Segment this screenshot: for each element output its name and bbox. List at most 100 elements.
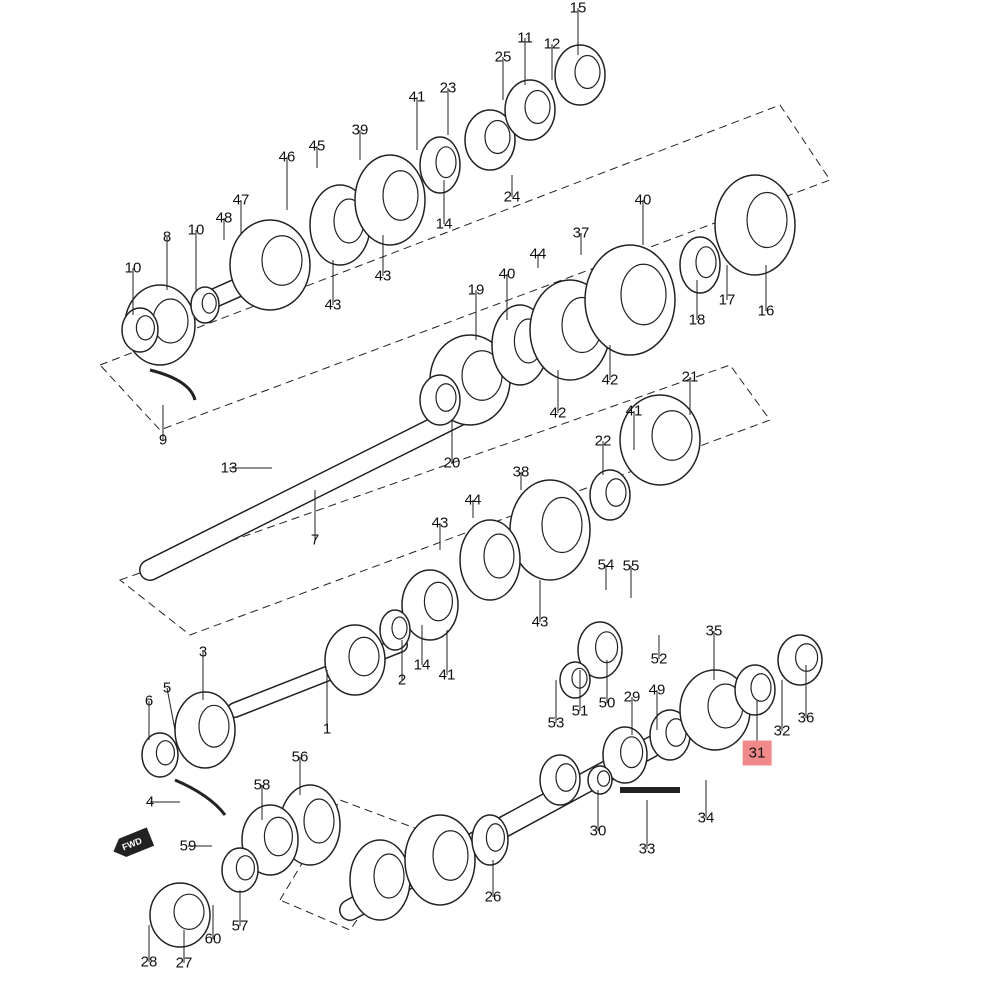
part-callout-51[interactable]: 51: [571, 702, 589, 720]
part-callout-49[interactable]: 49: [648, 681, 666, 699]
part-callout-20[interactable]: 20: [443, 454, 461, 472]
part-callout-22[interactable]: 22: [594, 432, 612, 450]
gear-bore-24: [198, 704, 230, 748]
part-callout-54[interactable]: 54: [597, 556, 615, 574]
part-callout-46[interactable]: 46: [278, 148, 296, 166]
part-callout-60[interactable]: 60: [204, 930, 222, 948]
part-callout-21[interactable]: 21: [681, 368, 699, 386]
part-callout-43[interactable]: 43: [431, 514, 449, 532]
part-callout-40[interactable]: 40: [634, 191, 652, 209]
part-callout-43[interactable]: 43: [531, 613, 549, 631]
gear-bore-2: [261, 235, 303, 286]
part-callout-52[interactable]: 52: [650, 650, 668, 668]
part-callout-8[interactable]: 8: [162, 228, 172, 246]
gear-part-1: [190, 286, 220, 324]
part-callout-39[interactable]: 39: [351, 121, 369, 139]
part-callout-41[interactable]: 41: [438, 666, 456, 684]
part-callout-26[interactable]: 26: [484, 888, 502, 906]
part-callout-10[interactable]: 10: [124, 259, 142, 277]
part-callout-12[interactable]: 12: [543, 35, 561, 53]
gear-part-39: [404, 814, 476, 906]
part-callout-6[interactable]: 6: [144, 692, 154, 710]
part-callout-36[interactable]: 36: [797, 709, 815, 727]
gear-part-8: [554, 44, 606, 106]
gear-part-19: [509, 479, 591, 581]
part-callout-41[interactable]: 41: [408, 88, 426, 106]
gear-bore-1: [201, 292, 217, 314]
part-callout-5[interactable]: 5: [162, 679, 172, 697]
part-callout-16[interactable]: 16: [757, 302, 775, 320]
part-callout-32[interactable]: 32: [773, 722, 791, 740]
part-callout-42[interactable]: 42: [549, 404, 567, 422]
gear-bore-7: [524, 89, 551, 125]
part-callout-33[interactable]: 33: [638, 840, 656, 858]
gear-bore-21: [423, 581, 453, 622]
gear-bore-16: [435, 383, 457, 412]
gear-bore-13: [620, 263, 667, 326]
part-callout-15[interactable]: 15: [569, 0, 587, 17]
part-callout-41[interactable]: 41: [625, 402, 643, 420]
gear-bore-28: [619, 736, 644, 769]
part-callout-17[interactable]: 17: [718, 291, 736, 309]
gear-part-33: [587, 765, 613, 795]
part-callout-56[interactable]: 56: [291, 748, 309, 766]
part-callout-3[interactable]: 3: [198, 643, 208, 661]
part-callout-11[interactable]: 11: [517, 29, 533, 47]
part-callout-1[interactable]: 1: [322, 720, 332, 738]
gear-part-16: [419, 374, 461, 426]
gear-bore-4: [382, 170, 419, 221]
gear-bore-34: [303, 798, 335, 844]
gear-part-7: [504, 79, 556, 141]
part-callout-13[interactable]: 13: [220, 459, 238, 477]
part-callout-50[interactable]: 50: [598, 694, 616, 712]
part-callout-34[interactable]: 34: [697, 809, 715, 827]
part-callout-27[interactable]: 27: [175, 954, 193, 972]
part-callout-42[interactable]: 42: [601, 371, 619, 389]
part-callout-14[interactable]: 14: [413, 656, 431, 674]
gear-part-2: [229, 219, 311, 311]
part-callout-45[interactable]: 45: [308, 137, 326, 155]
part-callout-47[interactable]: 47: [232, 191, 250, 209]
part-callout-40[interactable]: 40: [498, 265, 516, 283]
part-callout-10[interactable]: 10: [187, 221, 205, 239]
part-callout-29[interactable]: 29: [623, 688, 641, 706]
part-callout-48[interactable]: 48: [215, 209, 233, 227]
part-callout-28[interactable]: 28: [140, 953, 158, 971]
part-callout-44[interactable]: 44: [529, 245, 547, 263]
part-callout-58[interactable]: 58: [253, 776, 271, 794]
gear-part-14: [679, 236, 721, 294]
leader-line-5: [166, 687, 176, 731]
part-callout-31[interactable]: 31: [742, 740, 772, 766]
part-callout-43[interactable]: 43: [324, 296, 342, 314]
gear-bore-33: [596, 770, 611, 787]
gear-part-36: [221, 847, 259, 893]
gear-bore-18: [605, 478, 627, 507]
part-callout-53[interactable]: 53: [547, 714, 565, 732]
part-callout-59[interactable]: 59: [179, 837, 197, 855]
part-callout-19[interactable]: 19: [467, 281, 485, 299]
part-callout-23[interactable]: 23: [439, 79, 457, 97]
part-callout-35[interactable]: 35: [705, 622, 723, 640]
part-callout-44[interactable]: 44: [464, 491, 482, 509]
gear-bore-40: [485, 823, 505, 852]
part-callout-7[interactable]: 7: [310, 531, 320, 549]
part-callout-30[interactable]: 30: [589, 822, 607, 840]
part-callout-38[interactable]: 38: [512, 463, 530, 481]
snap-ring-9: [149, 368, 197, 401]
gear-part-6: [464, 109, 516, 171]
part-callout-9[interactable]: 9: [158, 431, 168, 449]
part-callout-18[interactable]: 18: [688, 311, 706, 329]
part-callout-2[interactable]: 2: [397, 671, 407, 689]
dashed-frame-mainshaft: [118, 364, 771, 636]
part-callout-55[interactable]: 55: [622, 557, 640, 575]
part-callout-25[interactable]: 25: [494, 48, 512, 66]
part-callout-24[interactable]: 24: [503, 188, 521, 206]
gear-part-31: [734, 664, 776, 716]
part-callout-4[interactable]: 4: [145, 793, 155, 811]
part-callout-37[interactable]: 37: [572, 224, 590, 242]
part-callout-57[interactable]: 57: [231, 917, 249, 935]
part-callout-14[interactable]: 14: [435, 215, 453, 233]
part-callout-43[interactable]: 43: [374, 267, 392, 285]
